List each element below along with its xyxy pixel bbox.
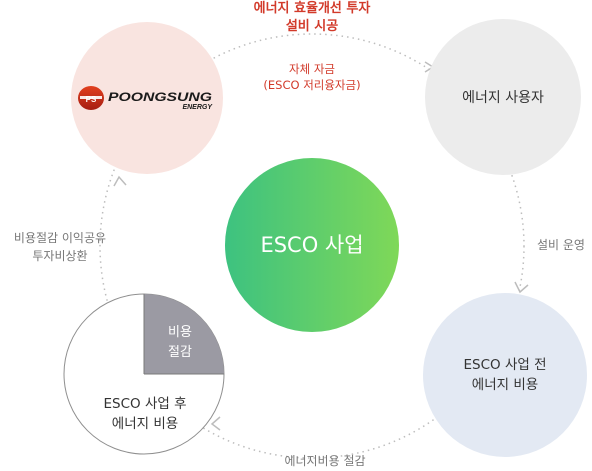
top-sublabel-line2: (ESCO 저리융자금) xyxy=(263,78,361,92)
before-cost-label: ESCO 사업 전 에너지 비용 xyxy=(440,355,570,395)
arrow-bottom-left xyxy=(210,416,221,431)
poongsung-logo-text: POONGSUNG xyxy=(108,90,212,104)
before-cost-line2: 에너지 비용 xyxy=(471,377,539,393)
poongsung-logo-subtext: ENERGY xyxy=(182,104,213,111)
center-label: ESCO 사업 xyxy=(260,233,364,257)
bottom-label: 에너지비용 절감 xyxy=(284,454,366,468)
top-label-line2: 설비 시공 xyxy=(285,19,339,34)
left-label: 비용절감 이익공유 투자비상환 xyxy=(0,229,120,265)
poongsung-logo-bar xyxy=(80,96,102,99)
top-sublabel-line1: 자체 자금 xyxy=(289,62,335,76)
left-label-line1: 비용절감 이익공유 xyxy=(13,231,107,245)
savings-quadrant xyxy=(144,294,224,374)
savings-label-line1: 비용 xyxy=(168,325,192,340)
esco-business-center-node xyxy=(225,158,399,332)
savings-label: 비용 절감 xyxy=(150,323,210,363)
right-label: 설비 운영 xyxy=(537,238,585,252)
before-cost-line1: ESCO 사업 전 xyxy=(463,357,547,373)
after-cost-label: ESCO 사업 후 에너지 비용 xyxy=(80,394,210,434)
top-sublabel: 자체 자금 (ESCO 저리융자금) xyxy=(250,61,374,93)
after-cost-line1: ESCO 사업 후 xyxy=(103,396,187,412)
savings-label-line2: 절감 xyxy=(168,345,192,360)
cycle-dotted-path xyxy=(99,33,525,459)
energy-user-node xyxy=(425,19,581,175)
arrow-left-top xyxy=(113,175,127,187)
top-label-line1: 에너지 효율개선 투자 xyxy=(253,1,371,16)
top-label: 에너지 효율개선 투자 설비 시공 xyxy=(236,0,388,36)
energy-user-label: 에너지 사용자 xyxy=(462,90,544,106)
poongsung-logo-mark-text: PS xyxy=(86,95,97,104)
after-cost-line2: 에너지 비용 xyxy=(111,416,179,432)
arrow-right-bottom xyxy=(514,281,529,294)
left-label-line2: 투자비상환 xyxy=(32,249,88,263)
before-esco-cost-node xyxy=(423,293,587,457)
poongsung-energy-node xyxy=(71,22,223,174)
